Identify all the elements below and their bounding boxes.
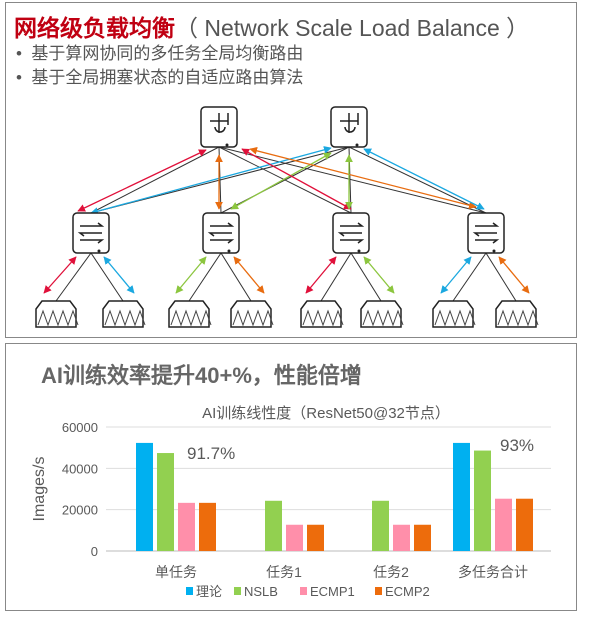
red-flow-arrow bbox=[77, 149, 207, 212]
switch-arrows-icon bbox=[337, 222, 365, 244]
leaf-switch-3 bbox=[332, 212, 370, 254]
port-dot bbox=[492, 249, 496, 253]
bar-ECMP1-单任务 bbox=[178, 502, 195, 551]
bar-ECMP2-单任务 bbox=[199, 502, 216, 551]
server-5 bbox=[300, 300, 344, 328]
port-dot bbox=[355, 143, 359, 147]
network-topology-diagram bbox=[35, 106, 539, 328]
spine-switch-2 bbox=[330, 106, 368, 148]
bar-ECMP1-任务1 bbox=[286, 524, 303, 551]
y-tick-label: 0 bbox=[91, 544, 98, 559]
title-cn: 网络级负载均衡 bbox=[14, 15, 175, 41]
server-8 bbox=[495, 300, 539, 328]
blue-flow-arrow bbox=[363, 148, 485, 210]
server-pattern bbox=[37, 309, 79, 327]
port-dot bbox=[97, 249, 101, 253]
server-pattern bbox=[497, 309, 539, 327]
port-dot bbox=[227, 249, 231, 253]
server-1 bbox=[35, 300, 79, 328]
legend-swatch bbox=[375, 587, 382, 595]
bar-annotation: 91.7% bbox=[187, 444, 235, 463]
server-2 bbox=[102, 300, 146, 328]
y-axis-label: Images/s bbox=[31, 457, 48, 522]
bar-NSLB-多任务合计 bbox=[474, 450, 491, 551]
server-pattern bbox=[434, 309, 476, 327]
bar-NSLB-单任务 bbox=[157, 453, 174, 551]
server-3 bbox=[168, 300, 212, 328]
legend-swatch bbox=[300, 587, 307, 595]
orange-flow-arrow bbox=[233, 256, 265, 294]
y-tick-label: 20000 bbox=[62, 503, 98, 518]
x-tick-label: 任务1 bbox=[266, 564, 302, 580]
spine-switch-1 bbox=[200, 106, 238, 148]
bar-NSLB-任务2 bbox=[372, 500, 389, 551]
legend-swatch bbox=[186, 587, 193, 595]
green-flow-arrow bbox=[363, 256, 395, 294]
port-dot bbox=[357, 249, 361, 253]
blue-flow-arrow bbox=[103, 256, 135, 294]
red-flow-arrow bbox=[43, 256, 77, 294]
bar-ECMP1-任务2 bbox=[393, 524, 410, 551]
training-efficiency-panel: AI训练效率提升40+%，性能倍增 AI训练线性度（ResNet50@32节点）… bbox=[5, 343, 577, 611]
x-tick-label: 单任务 bbox=[155, 564, 197, 580]
x-tick-label: 任务2 bbox=[373, 564, 409, 580]
bar-NSLB-任务1 bbox=[265, 500, 282, 551]
legend-label: ECMP2 bbox=[385, 584, 430, 599]
port-dot bbox=[225, 143, 229, 147]
link-line bbox=[218, 146, 487, 214]
x-tick-label: 多任务合计 bbox=[458, 564, 528, 580]
legend-swatch bbox=[234, 587, 241, 595]
server-pattern bbox=[302, 309, 344, 327]
server-pattern bbox=[104, 309, 146, 327]
bar-ECMP2-任务1 bbox=[307, 524, 324, 551]
panel-title: 网络级负载均衡（ Network Scale Load Balance ） bbox=[14, 9, 529, 43]
server-6 bbox=[360, 300, 404, 328]
blue-flow-arrow bbox=[440, 256, 472, 294]
green-flow-arrow bbox=[175, 256, 207, 294]
link-line bbox=[220, 146, 350, 214]
server-pattern bbox=[170, 309, 212, 327]
server-7 bbox=[432, 300, 476, 328]
leaf-switch-1 bbox=[72, 212, 110, 254]
bullet-1: • 基于算网协同的多任务全局均衡路由 bbox=[16, 44, 304, 63]
server-pattern bbox=[362, 309, 404, 327]
bullet-2: • 基于全局拥塞状态的自适应路由算法 bbox=[16, 68, 304, 87]
blue-flow-arrow bbox=[90, 146, 332, 215]
server-pattern bbox=[232, 309, 274, 327]
bar-ECMP1-多任务合计 bbox=[495, 498, 512, 551]
bar-ECMP2-多任务合计 bbox=[516, 498, 533, 551]
link-line bbox=[452, 252, 487, 302]
switch-arrows-icon bbox=[207, 222, 235, 244]
red-flow-arrow bbox=[305, 256, 337, 294]
legend-label: NSLB bbox=[244, 584, 278, 599]
link-line bbox=[188, 252, 222, 302]
network-load-balance-panel: 网络级负载均衡（ Network Scale Load Balance ） • … bbox=[5, 2, 577, 338]
bar-chart: AI训练线性度（ResNet50@32节点） Images/s 0 20000 4000… bbox=[31, 405, 551, 599]
bullet-text: 基于全局拥塞状态的自适应路由算法 bbox=[31, 68, 304, 87]
legend-label: 理论 bbox=[196, 584, 222, 599]
router-icon bbox=[340, 113, 359, 133]
legend-label: ECMP1 bbox=[310, 584, 355, 599]
bar-理论-单任务 bbox=[136, 442, 153, 551]
title-en: （ Network Scale Load Balance ） bbox=[175, 15, 530, 41]
leaf-switch-2 bbox=[202, 212, 240, 254]
orange-flow-arrow bbox=[249, 146, 477, 210]
switch-arrows-icon bbox=[472, 222, 500, 244]
bullet-text: 基于算网协同的多任务全局均衡路由 bbox=[31, 44, 304, 63]
y-tick-label: 60000 bbox=[62, 420, 98, 435]
bar-annotation: 93% bbox=[500, 436, 534, 455]
bar-ECMP2-任务2 bbox=[414, 524, 431, 551]
orange-flow-arrow bbox=[498, 256, 530, 294]
leaf-switch-4 bbox=[467, 212, 505, 254]
headline: AI训练效率提升40+%，性能倍增 bbox=[41, 363, 362, 388]
router-icon bbox=[210, 113, 229, 133]
y-tick-label: 40000 bbox=[62, 461, 98, 476]
server-4 bbox=[230, 300, 274, 328]
link-line bbox=[320, 252, 352, 302]
bar-理论-多任务合计 bbox=[453, 442, 470, 551]
switch-arrows-icon bbox=[77, 222, 105, 244]
link-line bbox=[90, 146, 220, 214]
chart-title: AI训练线性度（ResNet50@32节点） bbox=[202, 405, 450, 422]
